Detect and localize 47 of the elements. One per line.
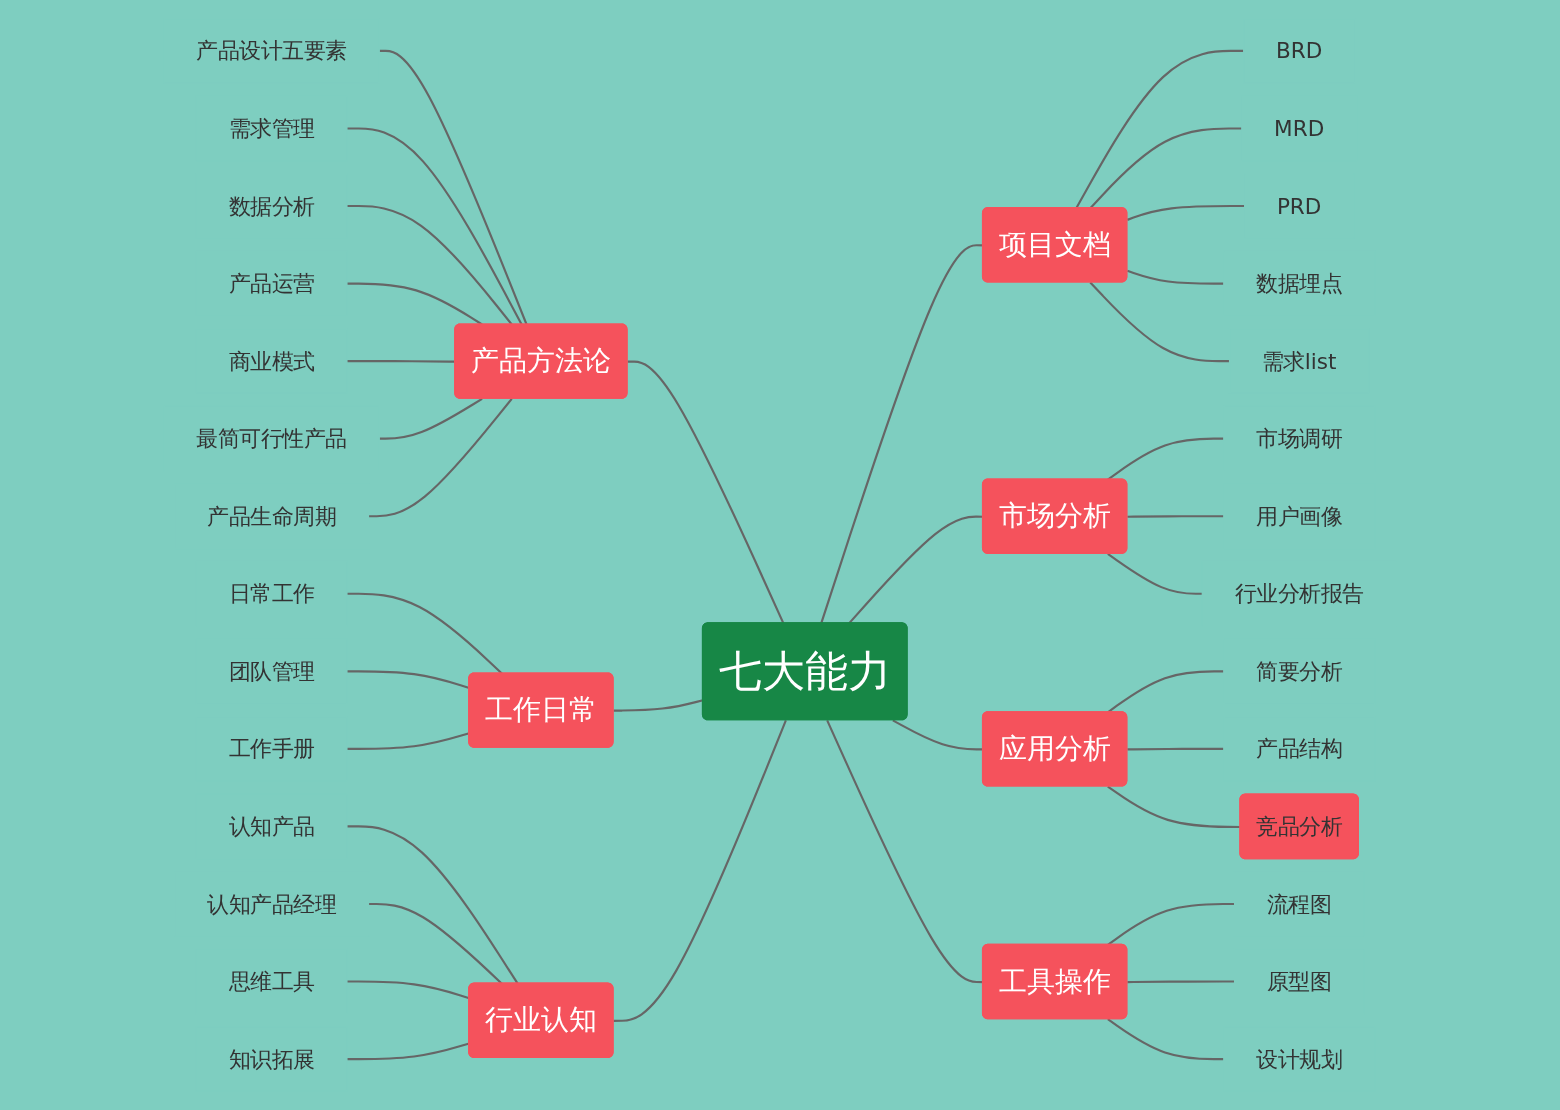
connector xyxy=(1107,553,1203,595)
connector xyxy=(379,397,483,440)
node-text: 原型图 xyxy=(1266,968,1332,995)
node-text: 需求list xyxy=(1261,348,1337,375)
connector xyxy=(368,902,503,985)
node-text: 产品结构 xyxy=(1256,735,1343,762)
node-text: 市场调研 xyxy=(1256,425,1343,452)
node-text: 团队管理 xyxy=(228,658,315,685)
node-text: PRD xyxy=(1276,193,1322,219)
node-text: 设计规划 xyxy=(1256,1046,1343,1072)
node-text: 产品运营 xyxy=(228,270,315,297)
connector xyxy=(1127,747,1224,751)
connector xyxy=(347,825,519,985)
node-text: 产品生命周期 xyxy=(207,503,337,530)
connector xyxy=(1127,980,1235,984)
node-text: 数据埋点 xyxy=(1256,270,1343,297)
node-text: 思维工具 xyxy=(228,968,315,995)
node-text: 产品设计五要素 xyxy=(196,38,348,64)
node-text: 日常工作 xyxy=(228,580,315,607)
node-text: BRD xyxy=(1275,38,1323,64)
connector xyxy=(379,49,528,325)
connector xyxy=(347,127,523,325)
connector xyxy=(1107,902,1235,946)
connector xyxy=(1127,515,1224,518)
node-text: 工作手册 xyxy=(228,735,315,762)
node-text: 商业模式 xyxy=(228,348,315,375)
connector xyxy=(1127,204,1245,221)
node-text: 用户画像 xyxy=(1256,503,1343,530)
node-text: 知识拓展 xyxy=(228,1046,315,1072)
connector xyxy=(1127,269,1224,285)
node-text: 认知产品 xyxy=(228,813,315,840)
connector xyxy=(627,360,785,624)
connector xyxy=(1107,1018,1224,1061)
node-text: MRD xyxy=(1274,115,1325,142)
node-text: 简要分析 xyxy=(1256,658,1343,685)
node-text: 流程图 xyxy=(1266,891,1332,917)
connector xyxy=(1089,281,1230,363)
node-text: 行业分析报告 xyxy=(1234,580,1364,607)
connector xyxy=(1075,49,1244,209)
connector xyxy=(1089,127,1242,209)
node-text: 认知产品经理 xyxy=(207,891,337,917)
node-text: 需求管理 xyxy=(228,115,315,142)
connector xyxy=(368,398,513,518)
connector xyxy=(613,719,787,1022)
node-text: 最简可行性产品 xyxy=(196,425,348,452)
node-text: 数据分析 xyxy=(228,193,315,219)
connector xyxy=(1107,437,1224,481)
